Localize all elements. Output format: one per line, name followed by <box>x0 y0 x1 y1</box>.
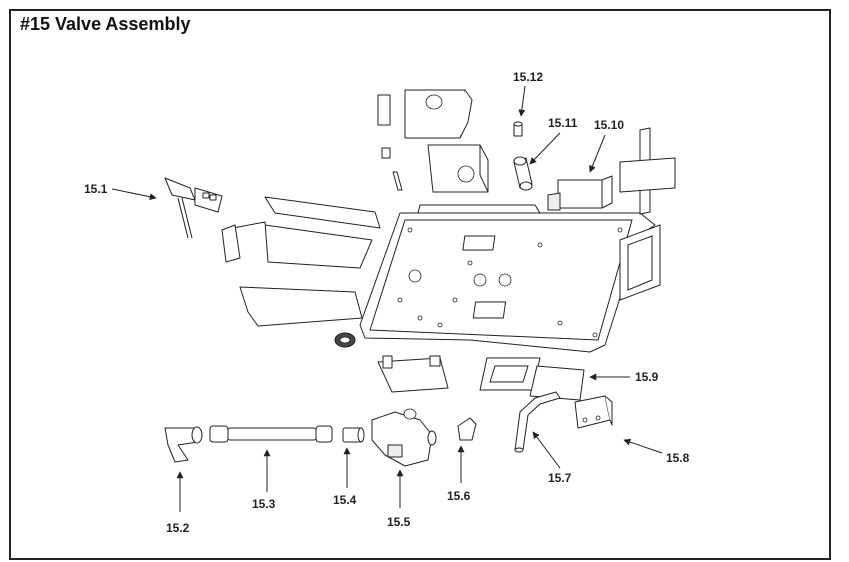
part-15-2-elbow <box>164 426 203 463</box>
part-15-10-control-box <box>547 157 676 211</box>
part-15-11-fitting <box>513 156 533 191</box>
callout-15-4: 15.4 <box>333 493 357 507</box>
callout-15-12: 15.12 <box>513 70 543 84</box>
callout-15-6: 15.6 <box>447 489 471 503</box>
callout-15-1: 15.1 <box>84 182 108 196</box>
callout-15-2: 15.2 <box>166 521 190 535</box>
left-bracket-upper <box>221 196 381 269</box>
left-bracket-lower <box>239 286 363 327</box>
leader-lines <box>111 85 663 512</box>
chassis-plate <box>359 204 656 353</box>
bracket-middle <box>427 144 489 193</box>
bracket-top <box>377 89 473 139</box>
part-15-7-tube <box>514 391 561 453</box>
part-15-5-gas-valve <box>371 408 437 467</box>
part-15-12-nozzle <box>513 121 523 137</box>
screw-parts <box>381 147 403 191</box>
page-title: #15 Valve Assembly <box>20 14 191 34</box>
part-15-3-hose <box>209 425 333 443</box>
callout-15-9: 15.9 <box>635 370 659 384</box>
part-15-6-elbow <box>457 417 477 441</box>
valve-bracket <box>377 355 449 393</box>
callout-15-3: 15.3 <box>252 497 276 511</box>
part-15-9-gasket-plate <box>479 357 585 401</box>
callout-15-10: 15.10 <box>594 118 624 132</box>
part-15-8-burner <box>574 395 613 429</box>
grommet <box>334 332 356 348</box>
callout-15-8: 15.8 <box>666 451 690 465</box>
callout-15-5: 15.5 <box>387 515 411 529</box>
part-15-1-igniter <box>164 177 223 239</box>
callout-15-7: 15.7 <box>548 471 572 485</box>
callout-15-11: 15.11 <box>548 116 578 130</box>
part-15-4-fitting <box>342 427 365 443</box>
